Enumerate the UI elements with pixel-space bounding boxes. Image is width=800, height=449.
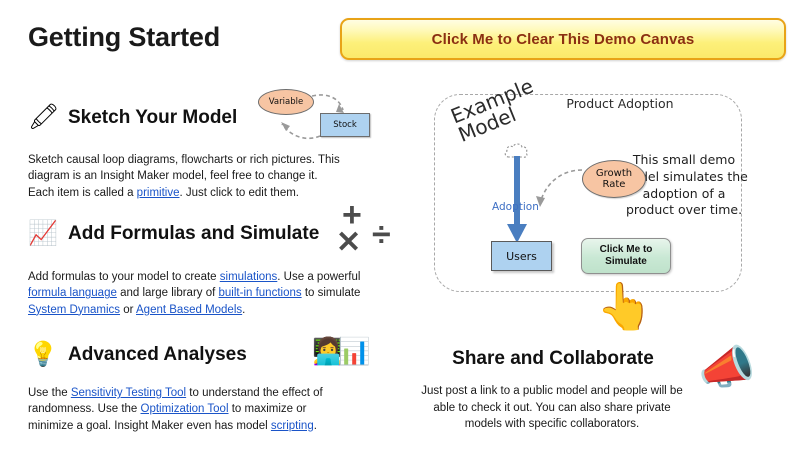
section-header-advanced-analyses: 💡 Advanced Analyses — [28, 343, 247, 367]
primitive-growth-rate-label: Growth Rate — [595, 167, 633, 190]
adoption-flow-arrow — [507, 156, 527, 243]
simulate-button-label: Click Me to Simulate — [599, 244, 653, 267]
section-title-advanced-analyses: Advanced Analyses — [68, 344, 247, 365]
plus-icon: + — [342, 196, 362, 234]
link-simulations[interactable]: simulations — [219, 271, 278, 283]
section-header-sketch-your-model: 🖍 Sketch Your Model — [28, 105, 237, 130]
math-operators-icon-group: + ✕ ÷ — [330, 198, 400, 260]
section-title-share-and-collaborate: Share and Collaborate — [452, 348, 654, 369]
text-run: and large library of — [116, 287, 219, 300]
text-run: Use the — [28, 387, 71, 399]
text-run: to understand the effect of randomness. … — [28, 387, 323, 416]
pointing-up-hand-icon: 👆 — [596, 280, 654, 332]
text-run: . Use a powerful — [277, 271, 361, 283]
flow-label-adoption[interactable]: Adoption — [492, 201, 539, 213]
primitive-stock[interactable]: Stock — [320, 113, 370, 137]
primitive-growth-rate[interactable]: Growth Rate — [582, 160, 646, 198]
woman-technologist-and-bar-chart-icon: 👩‍💻📊 — [312, 336, 371, 366]
section-title-add-formulas-and-simulate: Add Formulas and Simulate — [68, 223, 320, 244]
link-formula-language[interactable]: formula language — [28, 287, 117, 300]
megaphone-icon: 📣 — [698, 341, 756, 393]
section-body-share-and-collaborate: Just post a link to a public model and p… — [421, 385, 683, 431]
text-run: . Just click to edit them. — [179, 186, 299, 199]
cloud-source-icon — [504, 143, 528, 158]
mini-causal-diagram: Variable Stock — [248, 84, 370, 144]
text-run: or — [120, 303, 137, 316]
text-run: . — [242, 303, 246, 316]
section-body-add-formulas-and-simulate: Add formulas to your model to create sim… — [28, 269, 368, 318]
section-body-sketch-your-model: Sketch causal loop diagrams, flowcharts … — [28, 152, 340, 201]
primitive-variable[interactable]: Variable — [258, 89, 314, 115]
section-header-add-formulas-and-simulate: 📈 Add Formulas and Simulate — [28, 222, 319, 246]
text-run: Add formulas to your model to create — [28, 271, 220, 283]
link-system-dynamics[interactable]: System Dynamics — [28, 303, 121, 316]
primitive-variable-label: Variable — [268, 97, 304, 107]
section-body-advanced-analyses: Use the Sensitivity Testing Tool to unde… — [28, 385, 348, 434]
multiply-icon: ✕ — [336, 226, 362, 259]
text-run: to maximize or minimize a goal. Insight … — [28, 403, 307, 432]
writing-hand-icon: 🖍 — [28, 103, 60, 131]
growth-rate-link-arrow — [536, 169, 583, 207]
page-title: Getting Started — [28, 22, 221, 52]
demo-model-note: This small demo model simulates the adop… — [620, 152, 748, 218]
mini-diagram-links-svg — [281, 94, 344, 140]
section-title-sketch-your-model: Sketch Your Model — [68, 106, 238, 128]
clear-demo-canvas-button[interactable]: Click Me to Clear This Demo Canvas — [340, 18, 786, 60]
link-agent-based-models[interactable]: Agent Based Models — [136, 303, 243, 316]
link-built-in-functions[interactable]: built-in functions — [218, 287, 302, 300]
model-title: Product Adoption — [566, 96, 674, 111]
divide-icon: ÷ — [372, 216, 391, 254]
simulate-button[interactable]: Click Me to Simulate — [581, 238, 671, 274]
light-bulb-icon: 💡 — [28, 341, 58, 368]
text-run: Sketch causal loop diagrams, flowcharts … — [28, 154, 340, 199]
primitive-users-stock-label: Users — [506, 249, 537, 263]
link-sensitivity-testing-tool[interactable]: Sensitivity Testing Tool — [70, 387, 187, 399]
link-optimization-tool[interactable]: Optimization Tool — [140, 403, 229, 416]
text-run: . — [313, 419, 317, 432]
text-run: to simulate — [301, 287, 361, 300]
link-scripting[interactable]: scripting — [270, 419, 314, 432]
primitive-stock-label: Stock — [333, 120, 357, 130]
clear-demo-canvas-button-label: Click Me to Clear This Demo Canvas — [431, 30, 695, 48]
link-primitive[interactable]: primitive — [136, 186, 180, 199]
line-chart-icon: 📈 — [28, 220, 58, 247]
primitive-users-stock[interactable]: Users — [491, 241, 552, 271]
